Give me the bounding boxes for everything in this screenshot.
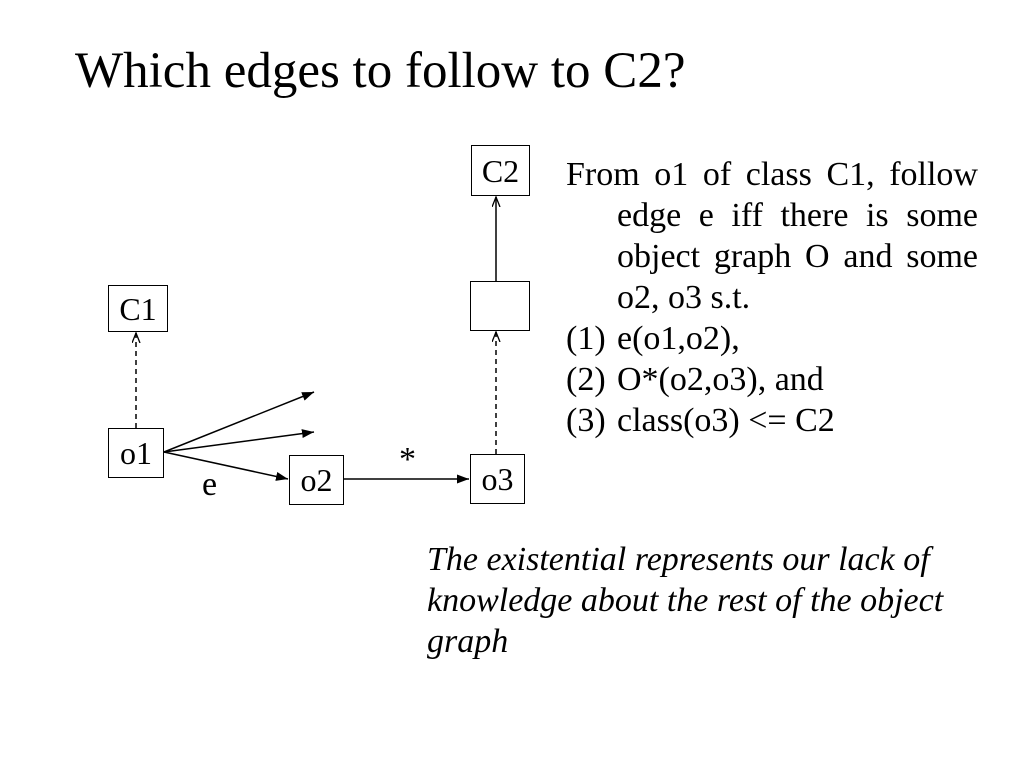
- edge-o1-outgoing-upper: [163, 391, 315, 453]
- explanation-line: o2, o3 s.t.: [617, 279, 751, 316]
- condition-text: class(o3) <= C2: [617, 402, 835, 439]
- edge-o1-outgoing-middle: [163, 429, 315, 453]
- note-line: knowledge about the rest of the object: [427, 582, 944, 619]
- object-node-o2-label: o2: [300, 462, 333, 498]
- note-line: graph: [427, 623, 509, 660]
- condition-item: (1) e(o1,o2),: [566, 318, 978, 359]
- edge-o1-e-to-o2: [163, 451, 289, 481]
- condition-marker: (3): [566, 402, 606, 439]
- object-node-o1: o1: [108, 428, 164, 478]
- class-node-c1-label: C1: [119, 290, 157, 327]
- condition-item: (2) O*(o2,o3), and: [566, 359, 978, 400]
- condition-item: (3) class(o3) <= C2: [566, 400, 978, 441]
- class-node-c2: C2: [471, 145, 530, 196]
- condition-marker: (1): [566, 320, 606, 357]
- edge-label-star: *: [399, 441, 416, 478]
- condition-text: e(o1,o2),: [617, 320, 740, 357]
- class-node-c2-label: C2: [481, 152, 520, 189]
- class-node-c1: C1: [108, 285, 168, 332]
- italic-note: The existential represents our lack of k…: [427, 539, 943, 662]
- explanation-text: From o1 of class C1, follow edge e iff t…: [566, 154, 978, 441]
- object-node-o1-label: o1: [120, 435, 152, 471]
- note-line: The existential represents our lack of: [427, 541, 930, 578]
- edge-label-e: e: [202, 466, 218, 503]
- object-node-o3: o3: [470, 454, 525, 504]
- object-node-o3-label: o3: [481, 461, 514, 497]
- explanation-line: object graph O and some: [617, 238, 978, 275]
- explanation-line: From o1 of class C1, follow: [566, 156, 978, 193]
- condition-marker: (2): [566, 361, 606, 398]
- condition-text: O*(o2,o3), and: [617, 361, 824, 398]
- object-node-o2: o2: [289, 455, 344, 505]
- explanation-line: edge e iff there is some: [617, 197, 978, 234]
- page-title: Which edges to follow to C2?: [75, 43, 686, 99]
